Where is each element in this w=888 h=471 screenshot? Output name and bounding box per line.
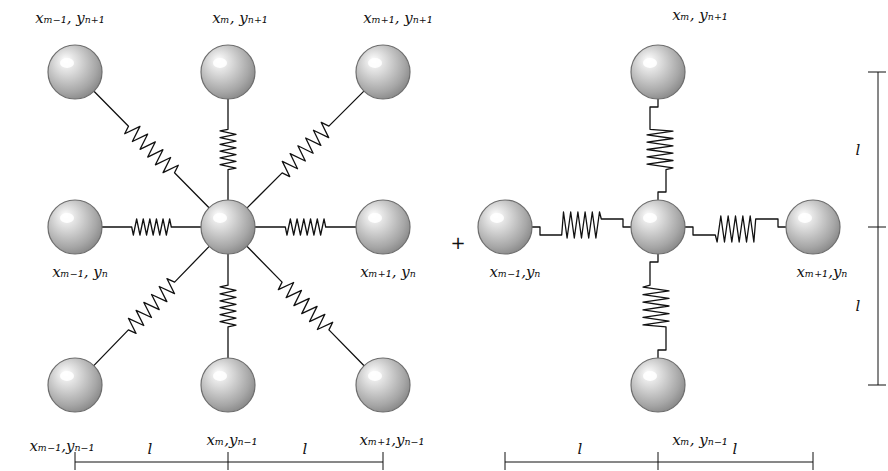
- dimension-line: [878, 72, 879, 385]
- dimension-tick: [868, 227, 886, 228]
- ball-body: [631, 358, 685, 412]
- ball-body: [201, 200, 255, 254]
- ball-highlight: [798, 213, 812, 223]
- ball-highlight: [643, 371, 657, 381]
- ball-body: [631, 45, 685, 99]
- dimension-label: l: [856, 298, 861, 315]
- ball-highlight: [643, 213, 657, 223]
- ball-highlight: [490, 213, 504, 223]
- spring: [255, 219, 356, 235]
- coordinate-label: xₘ₋₁,yₙ: [490, 264, 541, 281]
- mass-ball: [631, 45, 685, 99]
- ball-body: [356, 45, 410, 99]
- spring: [643, 254, 669, 358]
- ball-body: [356, 200, 410, 254]
- ball-body: [48, 45, 102, 99]
- ball-highlight: [213, 213, 227, 223]
- dimension-label: l: [856, 142, 861, 159]
- dimension-tick: [868, 72, 886, 73]
- ball-highlight: [643, 58, 657, 68]
- ball-highlight: [60, 213, 74, 223]
- dimension-line: [505, 462, 813, 463]
- mass-ball: [786, 200, 840, 254]
- mass-ball: [631, 200, 685, 254]
- mass-ball: [48, 358, 102, 412]
- dimension-tick: [868, 385, 886, 386]
- mass-ball: [201, 45, 255, 99]
- mass-ball: [631, 358, 685, 412]
- dimension-label: l: [733, 441, 738, 458]
- mass-ball: [356, 200, 410, 254]
- ball-body: [786, 200, 840, 254]
- mass-ball: [201, 200, 255, 254]
- dimension-label: l: [303, 441, 308, 458]
- ball-body: [201, 358, 255, 412]
- spring: [220, 254, 236, 358]
- ball-body: [48, 200, 102, 254]
- coordinate-label: xₘ₋₁,yₙ₋₁: [30, 438, 95, 455]
- coordinate-label: xₘ,yₙ₋₁: [207, 432, 258, 449]
- ball-highlight: [213, 58, 227, 68]
- balls: [48, 45, 840, 412]
- coordinate-label: xₘ₋₁, yₙ₊₁: [35, 10, 105, 27]
- mass-ball: [48, 45, 102, 99]
- dimension-tick: [228, 452, 229, 470]
- coordinate-label: xₘ₊₁, yₙ: [360, 264, 416, 281]
- dimension-tick: [813, 452, 814, 470]
- spring: [247, 246, 364, 365]
- springs: [94, 91, 786, 366]
- mass-ball: [48, 200, 102, 254]
- ball-highlight: [213, 371, 227, 381]
- ball-body: [201, 45, 255, 99]
- spring: [102, 219, 201, 235]
- mass-ball: [478, 200, 532, 254]
- dimension-label: l: [148, 441, 153, 458]
- spring: [220, 99, 236, 200]
- dimension-tick: [383, 452, 384, 470]
- ball-body: [48, 358, 102, 412]
- ball-body: [631, 200, 685, 254]
- coordinate-label: xₘ₊₁,yₙ₋₁: [360, 432, 425, 449]
- ball-highlight: [368, 213, 382, 223]
- spring: [685, 216, 786, 242]
- dimension-lines: [75, 72, 886, 470]
- coordinate-label: xₘ₊₁,yₙ: [797, 264, 848, 281]
- ball-body: [478, 200, 532, 254]
- spring: [247, 91, 364, 208]
- dimension-line: [75, 462, 383, 463]
- ball-highlight: [368, 58, 382, 68]
- coordinate-label: xₘ₊₁, yₙ₊₁: [363, 10, 433, 27]
- dimension-tick: [658, 452, 659, 470]
- dimension-tick: [75, 452, 76, 470]
- coordinate-label: xₘ, yₙ₊₁: [212, 10, 268, 27]
- spring: [94, 246, 209, 365]
- mass-ball: [356, 358, 410, 412]
- dimension-tick: [505, 452, 506, 470]
- coordinate-label: xₘ₋₁, yₙ: [52, 264, 108, 281]
- spring: [532, 212, 631, 238]
- spring: [647, 99, 673, 200]
- mass-ball: [201, 358, 255, 412]
- ball-body: [356, 358, 410, 412]
- coordinate-label: xₘ, yₙ₊₁: [672, 7, 728, 24]
- coordinate-label: xₘ, yₙ₋₁: [672, 432, 728, 449]
- ball-highlight: [368, 371, 382, 381]
- ball-highlight: [60, 371, 74, 381]
- ball-highlight: [60, 58, 74, 68]
- dimension-label: l: [578, 441, 583, 458]
- mass-ball: [356, 45, 410, 99]
- spring: [94, 91, 209, 208]
- plus-sign: +: [450, 233, 465, 253]
